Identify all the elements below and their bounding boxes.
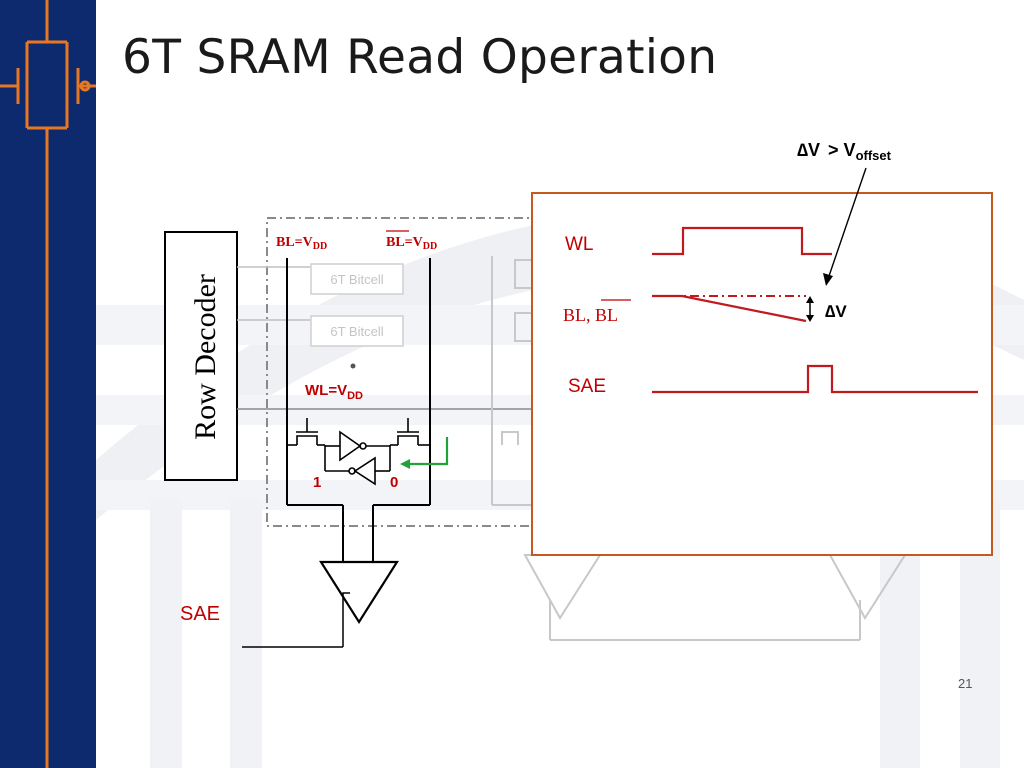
blb-label: BL=VDD (386, 235, 437, 252)
sae-wave-label: SAE (568, 376, 606, 397)
bitcell-middle-label: 6T Bitcell (330, 324, 383, 339)
offset-annotation-text: ∆V> Voffset (797, 140, 892, 163)
wl-waveform (652, 226, 832, 256)
row-decoder-box (164, 231, 238, 481)
node-right-value: 0 (390, 474, 398, 491)
bitcell-middle (310, 315, 404, 347)
transistor-logo-icon (0, 0, 96, 768)
discharge-arrow-icon (400, 437, 449, 469)
bitcell-top (310, 263, 404, 295)
sidebar (0, 0, 96, 768)
sense-amplifier (319, 560, 399, 625)
node-left-value: 1 (313, 474, 321, 491)
slide-title: 6T SRAM Read Operation (122, 30, 718, 85)
bl-label: BL=VDD (276, 235, 327, 252)
row-decoder-label: Row Decoder (189, 274, 222, 440)
sae-waveform (652, 364, 978, 394)
annotation-arrow-icon (823, 273, 833, 286)
bl-wave-label: BL, BL (563, 305, 618, 325)
delta-v-marker-icon (806, 296, 814, 322)
waveform-panel-frame (531, 192, 993, 556)
bl-waveform-discharge (652, 294, 807, 323)
sae-label: SAE (180, 603, 220, 625)
wl-wave-label: WL (565, 234, 594, 255)
delta-v-label: ∆V (825, 302, 847, 321)
bitcell-top-label: 6T Bitcell (330, 272, 383, 287)
page-number: 21 (958, 676, 973, 691)
6t-cell-core (287, 418, 430, 486)
wl-label: WL=VDD (305, 382, 363, 402)
